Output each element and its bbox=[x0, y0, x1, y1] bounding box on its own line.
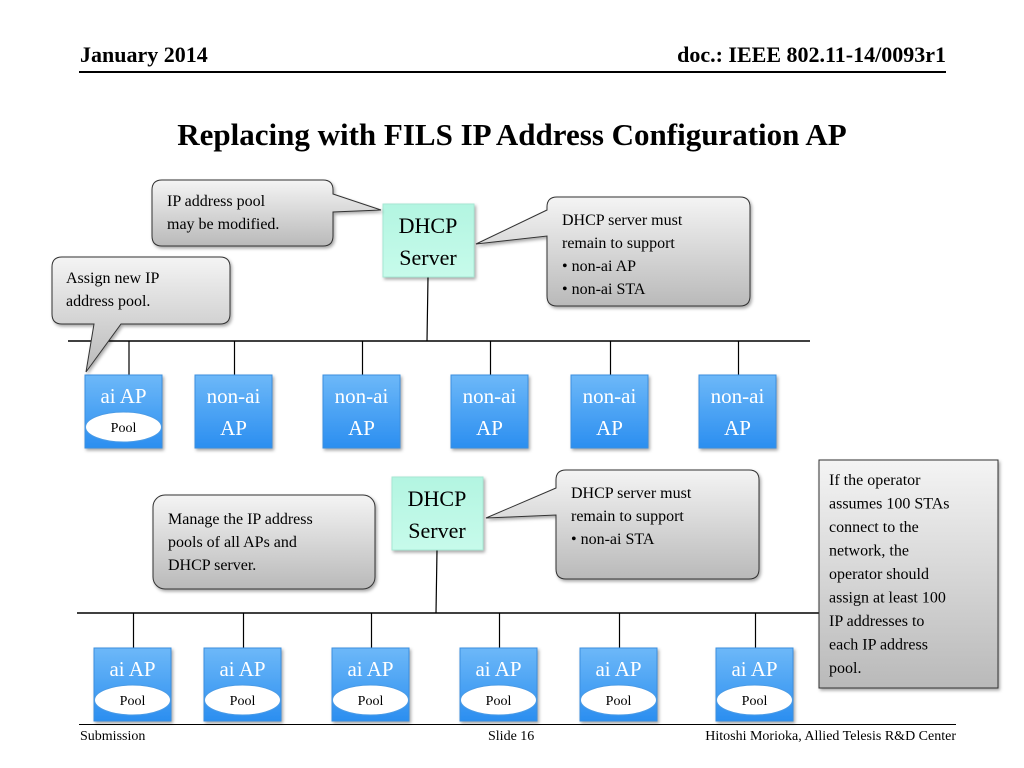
pool-label: Pool bbox=[120, 694, 146, 709]
pool-ellipse bbox=[94, 684, 171, 716]
ap-label-line1: non-ai bbox=[711, 384, 765, 408]
pool-label: Pool bbox=[486, 694, 512, 709]
ap-box bbox=[570, 374, 649, 449]
callout-pool-modified-line1: IP address pool bbox=[167, 193, 266, 210]
callout-manage-pools-line3: DHCP server. bbox=[168, 557, 256, 574]
callout-manage-pools-line1: Manage the IP address bbox=[168, 511, 313, 528]
pool-label: Pool bbox=[358, 694, 384, 709]
pool-ellipse bbox=[580, 684, 657, 716]
ap-label-line2: AP bbox=[476, 416, 503, 440]
footer-author: Hitoshi Morioka, Allied Telesis R&D Cent… bbox=[705, 729, 956, 744]
note-line: network, the bbox=[829, 543, 909, 560]
callout-manage-pools-line2: pools of all APs and bbox=[168, 534, 297, 551]
pool-ellipse bbox=[204, 684, 281, 716]
pool-ellipse bbox=[460, 684, 537, 716]
ap-label-line1: non-ai bbox=[335, 384, 389, 408]
top-server-label-line2: Server bbox=[399, 245, 457, 270]
ap-label-line2: AP bbox=[724, 416, 751, 440]
ap-label: ai AP bbox=[595, 657, 641, 681]
ap-label: ai AP bbox=[347, 657, 393, 681]
ap-label-line1: non-ai bbox=[583, 384, 637, 408]
pool-label: Pool bbox=[742, 694, 768, 709]
note-line: each IP address bbox=[829, 637, 928, 654]
note-line: If the operator bbox=[829, 472, 921, 489]
ai-ap-node[interactable]: ai AP Pool bbox=[331, 647, 410, 722]
ap-label: ai AP bbox=[731, 657, 777, 681]
note-line: pool. bbox=[829, 660, 861, 677]
callout-bottom-server-must-line1: DHCP server must bbox=[571, 485, 692, 502]
ap-box bbox=[322, 374, 401, 449]
callout-top-server-must-line3: • non-ai AP bbox=[562, 258, 636, 275]
top-server-label-line1: DHCP bbox=[399, 213, 458, 238]
ap-box bbox=[450, 374, 529, 449]
callout-assign-new bbox=[51, 256, 231, 373]
bottom-server-label-line1: DHCP bbox=[408, 486, 467, 511]
bottom-server-label-line2: Server bbox=[408, 518, 466, 543]
ap-label-line1: non-ai bbox=[463, 384, 517, 408]
ap-label-line2: AP bbox=[596, 416, 623, 440]
callout-top-server-must-line4: • non-ai STA bbox=[562, 281, 646, 298]
ap-box bbox=[698, 374, 777, 449]
callout-manage-pools bbox=[152, 494, 376, 590]
ap-label: ai AP bbox=[475, 657, 521, 681]
pool-label: Pool bbox=[230, 694, 256, 709]
callout-bottom-server-must-line2: remain to support bbox=[571, 508, 684, 525]
pool-ellipse bbox=[332, 684, 409, 716]
header-rule bbox=[79, 71, 946, 73]
footer-submission: Submission bbox=[80, 729, 146, 744]
callout-pool-modified-line2: may be modified. bbox=[167, 216, 279, 233]
callout-bottom-server-must-line3: • non-ai STA bbox=[571, 531, 655, 548]
ap-label-line2: AP bbox=[220, 416, 247, 440]
pool-ellipse bbox=[716, 684, 793, 716]
callout-assign-new-line1: Assign new IP bbox=[66, 270, 159, 287]
bottom-dhcp-server[interactable] bbox=[391, 476, 484, 551]
footer-slide-number: Slide 16 bbox=[488, 729, 535, 744]
header-doc-id: doc.: IEEE 802.11-14/0093r1 bbox=[677, 42, 946, 67]
top-dhcp-server[interactable] bbox=[382, 203, 475, 278]
ap-label-line1: non-ai bbox=[207, 384, 261, 408]
note-box bbox=[818, 459, 999, 689]
ai-ap-node[interactable]: ai AP Pool bbox=[459, 647, 538, 722]
ap-label: ai AP bbox=[109, 657, 155, 681]
bottom-server-link bbox=[435, 549, 438, 614]
note-line: assumes 100 STAs bbox=[829, 496, 950, 513]
ap-box bbox=[194, 374, 273, 449]
slide-title: Replacing with FILS IP Address Configura… bbox=[177, 117, 847, 152]
note-line: IP addresses to bbox=[829, 613, 924, 630]
ai-ap-node[interactable]: ai AP Pool bbox=[84, 374, 163, 449]
callout-assign-new-line2: address pool. bbox=[66, 293, 150, 310]
footer-rule bbox=[79, 724, 956, 725]
pool-label: Pool bbox=[111, 421, 137, 436]
top-network: ai APPoolnon-aiAPnon-aiAPnon-aiAPnon-aiA… bbox=[51, 179, 810, 449]
callout-pool-modified bbox=[151, 179, 382, 247]
callout-top-server-must bbox=[475, 196, 751, 307]
ap-label: ai AP bbox=[219, 657, 265, 681]
callout-bottom-server-must bbox=[485, 469, 760, 580]
ai-ap-node[interactable]: ai AP Pool bbox=[93, 647, 172, 722]
top-server-link bbox=[426, 276, 429, 342]
note-line: operator should bbox=[829, 566, 929, 583]
note-line: assign at least 100 bbox=[829, 590, 946, 607]
ap-label: ai AP bbox=[100, 384, 146, 408]
note-text: If the operator assumes 100 STAs connect t… bbox=[829, 472, 950, 677]
ap-label-line2: AP bbox=[348, 416, 375, 440]
ai-ap-node[interactable]: ai AP Pool bbox=[579, 647, 658, 722]
note-line: connect to the bbox=[829, 519, 919, 536]
callout-top-server-must-line1: DHCP server must bbox=[562, 212, 683, 229]
callout-top-server-must-line2: remain to support bbox=[562, 235, 675, 252]
ai-ap-node[interactable]: ai AP Pool bbox=[203, 647, 282, 722]
ai-ap-node[interactable]: ai AP Pool bbox=[715, 647, 794, 722]
header-date: January 2014 bbox=[80, 42, 208, 67]
pool-label: Pool bbox=[606, 694, 632, 709]
pool-ellipse bbox=[85, 411, 162, 443]
